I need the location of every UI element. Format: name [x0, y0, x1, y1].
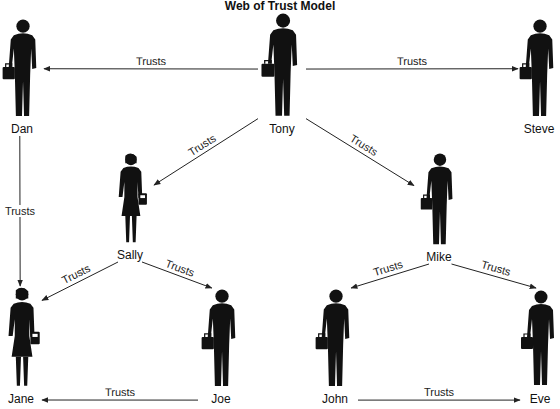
silhouette-figure — [421, 153, 453, 244]
trust-arrow — [358, 400, 520, 401]
person-node: Sally — [106, 152, 154, 262]
silhouette-figure — [316, 290, 350, 386]
person-silhouette — [258, 12, 306, 120]
diagram-title: Web of Trust Model — [0, 0, 560, 13]
person-silhouette — [0, 18, 44, 120]
person-name: Joe — [178, 392, 264, 406]
trust-arrow — [306, 68, 518, 69]
person-silhouette — [198, 288, 244, 390]
person-node: Mike — [414, 152, 464, 264]
trust-arrow — [306, 119, 414, 186]
person-silhouette — [414, 152, 464, 248]
person-name: Eve — [500, 392, 560, 406]
silhouette-figure — [521, 291, 554, 386]
edge-label: Trusts — [103, 386, 137, 398]
person-node: Eve — [520, 288, 560, 406]
person-node: Steve — [518, 18, 560, 136]
person-node: Dan — [0, 18, 44, 136]
edge-label: Trusts — [134, 55, 168, 67]
trust-arrow — [44, 68, 258, 69]
edge-label: Trusts — [422, 386, 456, 398]
trust-arrow — [42, 400, 198, 401]
edge-label: Trusts — [3, 205, 37, 217]
person-name: Jane — [0, 392, 62, 406]
edge-label: Trusts — [395, 55, 429, 67]
silhouette-figure — [9, 288, 40, 386]
person-name: Tony — [238, 122, 326, 136]
person-name: Steve — [498, 122, 560, 136]
silhouette-figure — [261, 14, 297, 116]
person-node: Jane — [0, 286, 42, 406]
silhouette-figure — [202, 290, 236, 386]
person-silhouette — [0, 286, 42, 390]
silhouette-figure — [119, 154, 147, 243]
person-silhouette — [312, 288, 358, 390]
person-node: Tony — [258, 12, 306, 136]
edge-label: Trusts — [370, 258, 406, 280]
person-silhouette — [520, 288, 560, 390]
person-name: John — [292, 392, 378, 406]
silhouette-figure — [3, 20, 37, 116]
person-silhouette — [518, 18, 560, 120]
edge-label: Trusts — [478, 258, 514, 279]
silhouette-figure — [520, 20, 554, 116]
person-name: Dan — [0, 122, 64, 136]
person-node: Joe — [198, 288, 244, 406]
trust-arrow — [154, 119, 258, 185]
person-name: Mike — [394, 250, 484, 264]
person-node: John — [312, 288, 358, 406]
person-silhouette — [106, 152, 154, 246]
person-name: Sally — [86, 248, 174, 262]
